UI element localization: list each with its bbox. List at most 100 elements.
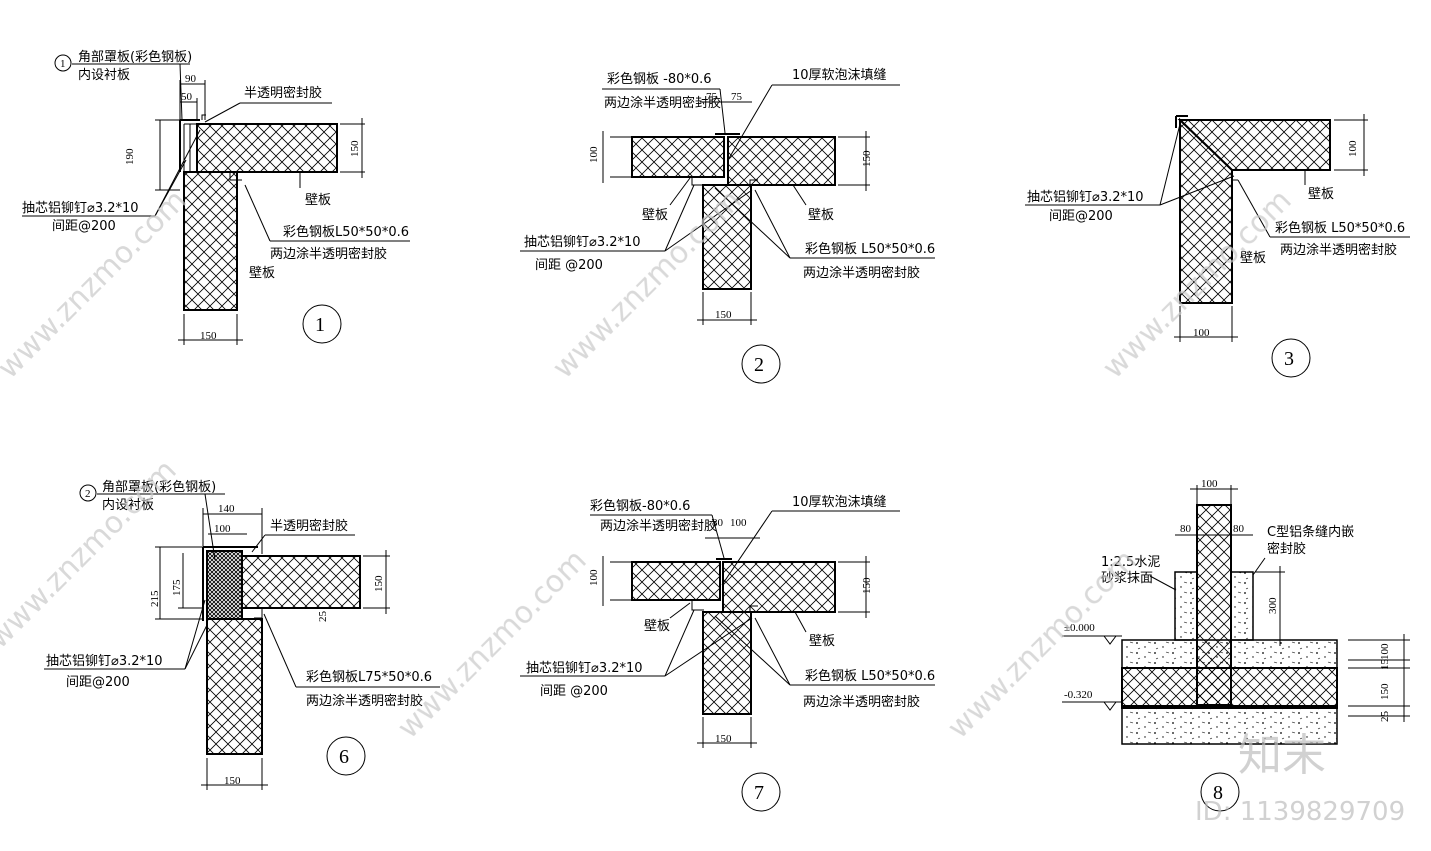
detail-number: 8 — [1213, 782, 1223, 804]
spacing-label: 间距@200 — [66, 675, 130, 690]
dim-80a: 80 — [1180, 523, 1192, 535]
mortar-label: 1:2.5水泥 — [1101, 555, 1160, 570]
dim-100-vertical: 100 — [1347, 140, 1359, 157]
corner-lining-block — [206, 550, 243, 620]
angle-label: 彩色钢板L75*50*0.6 — [306, 669, 432, 685]
vertical-wall-panel — [206, 618, 263, 755]
callout-num: 2 — [85, 488, 91, 500]
dim-25: 25 — [317, 611, 329, 623]
vertical-wall-panel — [183, 171, 238, 311]
right-wall-panel — [722, 561, 836, 613]
elevation-0: ±0.000 — [1064, 622, 1095, 634]
stem-wall-panel — [702, 611, 752, 715]
watermark-logo: 知末 — [1238, 730, 1326, 781]
callout-label-2: 内设衬板 — [78, 67, 130, 83]
dim-150-horizontal: 150 — [715, 309, 732, 321]
dim-right-100: 100 — [1379, 643, 1391, 660]
watermark-site: www.znzmo.com — [941, 543, 1144, 746]
dim-right-150: 150 — [1379, 683, 1391, 700]
mortar-left — [1174, 571, 1198, 641]
plate-label: 彩色钢板 -80*0.6 — [607, 71, 712, 87]
c-seal-label-2: 密封胶 — [1267, 541, 1306, 557]
detail-number: 6 — [339, 746, 349, 768]
dim-215: 215 — [149, 590, 161, 607]
dim-right-15: 15 — [1379, 659, 1391, 671]
dim-right-25: 25 — [1379, 711, 1391, 723]
detail-2: 100 150 150 彩色钢板 -80*0.6 两边涂半透明密封胶 75 75… — [520, 68, 935, 384]
spacing-label: 间距 @200 — [540, 684, 608, 699]
angle-label: 彩色钢板L50*50*0.6 — [283, 224, 409, 240]
elevation-1: -0.320 — [1064, 689, 1093, 701]
angle-label: 彩色钢板 L50*50*0.6 — [805, 668, 935, 684]
wall-label-a: 壁板 — [305, 193, 331, 208]
detail-6: 140 100 215 175 150 25 150 2 角部罩板(彩色钢板) … — [44, 479, 440, 790]
detail-3: 100 100 抽芯铝铆钉⌀3.2*10 间距@200 壁板 壁板 彩色钢板 L… — [1025, 114, 1410, 378]
rivet-label: 抽芯铝铆钉⌀3.2*10 — [22, 201, 139, 216]
callout-label: 角部罩板(彩色钢板) — [102, 479, 216, 495]
angle-label-2: 两边涂半透明密封胶 — [803, 265, 920, 281]
wall-label-a: 壁板 — [1308, 187, 1334, 202]
plate-label-2: 两边涂半透明密封胶 — [604, 95, 721, 111]
dim-175: 175 — [171, 579, 183, 596]
mortar-right — [1230, 571, 1254, 641]
callout-num: 1 — [60, 58, 66, 70]
angle-label-2: 两边涂半透明密封胶 — [1280, 242, 1397, 258]
floor-slab-lower — [1121, 707, 1338, 745]
dim-100: 100 — [588, 569, 600, 586]
dim-80b: 80 — [1233, 523, 1245, 535]
watermark-id: ID: 1139829709 — [1195, 797, 1405, 827]
foam-label: 10厚软泡沫填缝 — [792, 495, 887, 510]
right-wall-panel — [727, 136, 836, 186]
dim-140: 140 — [218, 503, 235, 515]
wall-label-a: 壁板 — [642, 208, 668, 223]
detail-1: 90 50 190 150 150 1 角部罩板(彩色钢板) 内设衬板 半透明密… — [22, 49, 410, 345]
wall-label-b: 壁板 — [809, 634, 835, 649]
mortar-label-2: 砂浆抹面 — [1101, 571, 1153, 586]
dim-150-vertical: 150 — [861, 150, 873, 167]
watermark-site: www.znzmo.com — [391, 543, 594, 746]
callout-label: 角部罩板(彩色钢板) — [78, 49, 192, 65]
rivet-label: 抽芯铝铆钉⌀3.2*10 — [1027, 190, 1144, 205]
dim-100-top: 100 — [730, 517, 747, 529]
dim-100: 100 — [214, 523, 231, 535]
detail-number-circle — [326, 736, 366, 776]
dim-80: 80 — [712, 517, 724, 529]
dim-150-horizontal: 150 — [200, 330, 217, 342]
detail-number-circle — [1271, 338, 1311, 378]
plate-label-2: 两边涂半透明密封胶 — [600, 518, 717, 534]
dim-150-vertical: 150 — [861, 577, 873, 594]
detail-8: 100 80 80 C型铝条缝内嵌 密封胶 1:2.5水泥 砂浆抹面 300 ±… — [1062, 478, 1410, 812]
detail-number: 2 — [754, 354, 764, 376]
dim-150-horizontal: 150 — [224, 775, 241, 787]
angle-label-2: 两边涂半透明密封胶 — [270, 246, 387, 262]
detail-number-circle — [741, 772, 781, 812]
left-wall-panel — [631, 136, 725, 178]
rivet-label: 抽芯铝铆钉⌀3.2*10 — [524, 235, 641, 250]
angle-label: 彩色钢板 L50*50*0.6 — [805, 241, 935, 257]
dim-150-vertical: 150 — [349, 140, 361, 157]
rivet-label: 抽芯铝铆钉⌀3.2*10 — [46, 654, 163, 669]
stem-wall-panel — [702, 184, 752, 290]
wall-label-b: 壁板 — [808, 208, 834, 223]
detail-number-circle — [1200, 772, 1240, 812]
detail-number: 7 — [754, 782, 764, 804]
rivet-label: 抽芯铝铆钉⌀3.2*10 — [526, 661, 643, 676]
dim-50: 50 — [181, 91, 193, 103]
detail-7: 100 150 150 彩色钢板-80*0.6 两边涂半透明密封胶 80 100… — [520, 495, 935, 812]
sealant-label: 半透明密封胶 — [270, 518, 348, 534]
detail-number-circle — [741, 344, 781, 384]
callout-circle — [54, 54, 72, 72]
dim-100: 100 — [588, 146, 600, 163]
dim-75b: 75 — [731, 91, 743, 103]
callout-label-2: 内设衬板 — [102, 497, 154, 513]
angle-label-2: 两边涂半透明密封胶 — [803, 694, 920, 710]
watermark-site: www.znzmo.com — [0, 453, 184, 656]
sealant-label: 半透明密封胶 — [244, 85, 322, 101]
detail-number-circle — [302, 304, 342, 344]
dim-190: 190 — [124, 148, 136, 165]
spacing-label: 间距 @200 — [535, 258, 603, 273]
detail-number: 3 — [1284, 348, 1294, 370]
dim-90: 90 — [185, 73, 197, 85]
plate-label: 彩色钢板-80*0.6 — [590, 498, 690, 514]
